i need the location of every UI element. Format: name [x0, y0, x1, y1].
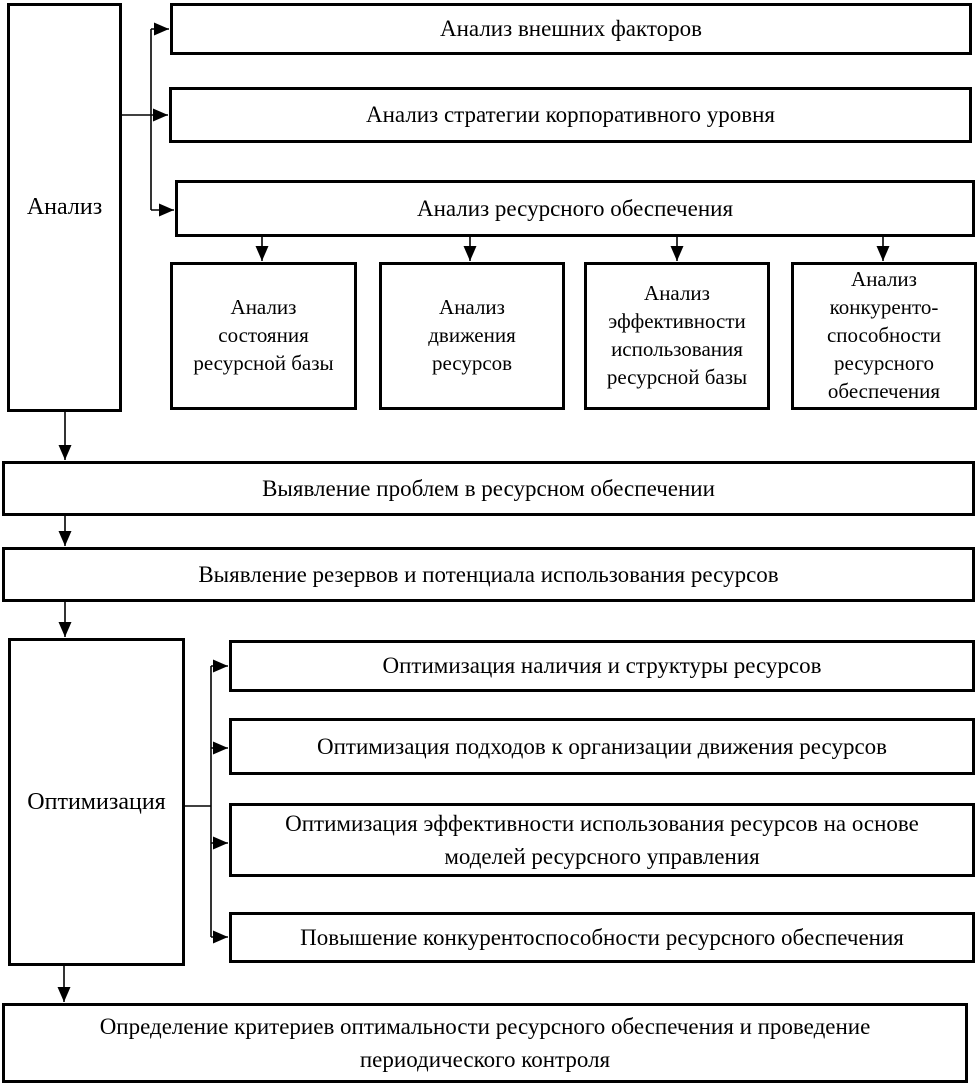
box-sub-analysis-competitiveness: Анализ конкуренто-способности ресурсного… — [791, 262, 977, 410]
stage-box-optimization-label: Оптимизация — [27, 788, 166, 815]
bar-reserves-identification: Выявление резервов и потенциала использо… — [2, 547, 975, 602]
box-sub-analysis-resource-base-state: Анализ состояния ресурсной базы — [170, 262, 357, 410]
box-sub-analysis-usage-efficiency-label: Анализ эффективности использования ресур… — [606, 281, 748, 389]
box-sub-analysis-competitiveness-label: Анализ конкуренто-способности ресурсного… — [826, 267, 942, 403]
box-sub-analysis-resource-movement: Анализ движения ресурсов — [379, 262, 565, 410]
box-opt-movement-approaches-label: Оптимизация подходов к организации движе… — [316, 733, 888, 759]
box-sub-analysis-resource-movement-label: Анализ движения ресурсов — [428, 295, 516, 375]
bar-problems-identification: Выявление проблем в ресурсном обеспечени… — [2, 461, 975, 516]
box-opt-competitiveness-increase-label: Повышение конкурентоспособности ресурсно… — [300, 924, 904, 950]
box-analysis-external-factors-label: Анализ внешних факторов — [440, 16, 702, 42]
bar-problems-identification-label: Выявление проблем в ресурсном обеспечени… — [262, 475, 715, 501]
box-analysis-corporate-strategy-label: Анализ стратегии корпоративного уровня — [366, 102, 775, 128]
box-sub-analysis-usage-efficiency: Анализ эффективности использования ресур… — [584, 262, 770, 410]
box-opt-availability-structure: Оптимизация наличия и структуры ресурсов — [229, 640, 975, 692]
box-analysis-corporate-strategy: Анализ стратегии корпоративного уровня — [169, 87, 972, 143]
box-analysis-resource-support-label: Анализ ресурсного обеспечения — [416, 195, 734, 221]
box-sub-analysis-resource-base-state-label: Анализ состояния ресурсной базы — [193, 295, 334, 375]
stage-box-analysis: Анализ — [7, 3, 122, 412]
box-opt-availability-structure-label: Оптимизация наличия и структуры ресурсов — [382, 653, 822, 679]
box-opt-usage-efficiency-models: Оптимизация эффективности использования … — [229, 803, 975, 877]
box-opt-competitiveness-increase: Повышение конкурентоспособности ресурсно… — [229, 912, 975, 963]
box-analysis-resource-support: Анализ ресурсного обеспечения — [175, 180, 975, 237]
bar-criteria-definition: Определение критериев оптимальности ресу… — [2, 1003, 968, 1083]
box-analysis-external-factors: Анализ внешних факторов — [170, 3, 972, 55]
box-opt-usage-efficiency-models-label: Оптимизация эффективности использования … — [285, 810, 919, 869]
stage-box-analysis-label: Анализ — [26, 194, 103, 220]
stage-box-optimization: Оптимизация — [8, 638, 185, 966]
bar-reserves-identification-label: Выявление резервов и потенциала использо… — [198, 561, 779, 587]
bar-criteria-definition-label: Определение критериев оптимальности ресу… — [99, 1013, 871, 1072]
box-opt-movement-approaches: Оптимизация подходов к организации движе… — [229, 718, 975, 775]
